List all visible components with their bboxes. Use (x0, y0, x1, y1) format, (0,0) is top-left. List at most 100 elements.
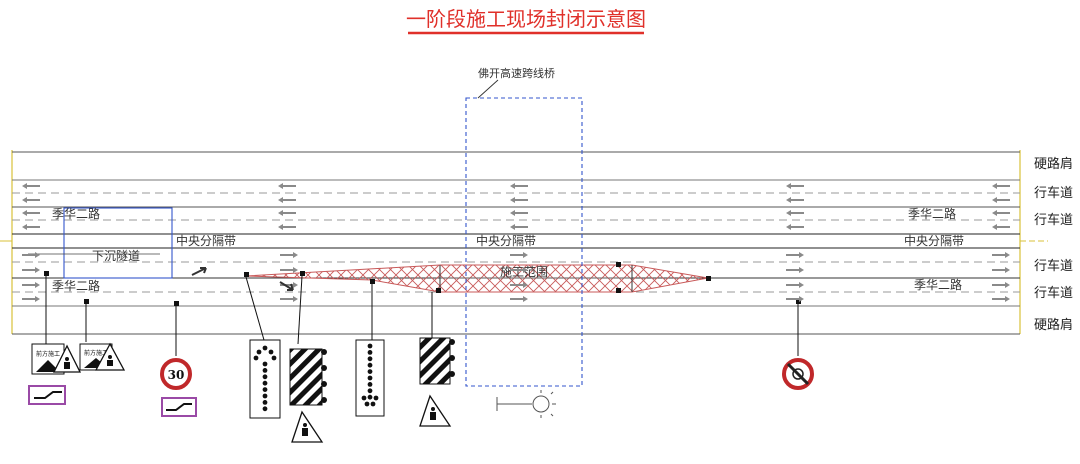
arrow-board-lamp (367, 375, 373, 381)
speed-limit-value: 30 (168, 368, 185, 382)
eastbound-arrow-icon (992, 267, 1010, 273)
eastbound-arrow-icon (786, 282, 804, 288)
bridge-box (465, 97, 583, 387)
eastbound-arrow-icon (786, 252, 804, 258)
work-zone-taper (245, 264, 709, 293)
arrow-board-lamp (262, 368, 268, 373)
median-label-right: 中央分隔带 (904, 233, 964, 248)
arrow-board-lamp (367, 343, 373, 349)
eastbound-arrow-icon (510, 267, 528, 273)
westbound-arrow-icon (510, 210, 528, 216)
jihua-road-upper-right: 季华二路 (908, 206, 956, 221)
arrow-board-lamp (361, 395, 367, 401)
diagram-title: 一阶段施工现场封闭示意图 (406, 7, 646, 31)
westbound-arrow-icon (992, 224, 1010, 230)
merge-arrow-down-icon (279, 281, 294, 291)
arrow-board-lamp (262, 361, 268, 367)
westbound-arrow-icon (278, 183, 296, 189)
westbound-arrow-icon (22, 197, 40, 203)
sunken-tunnel-label: 下沉隧道 (92, 248, 140, 263)
arrow-board-2-dots (361, 343, 379, 407)
barrier-board-1-lamps (321, 349, 327, 403)
work-triangle-sign-4 (419, 394, 452, 427)
westbound-arrow-icon (510, 197, 528, 203)
barrier-board-2 (419, 337, 451, 385)
arrow-board-lamp (367, 388, 373, 394)
westbound-arrow-icon (786, 183, 804, 189)
right-label-lane-1: 行车道 (1034, 185, 1073, 201)
sunken-tunnel-box (63, 207, 173, 279)
median-label-left: 中央分隔带 (176, 233, 236, 248)
svg-text:前方施工: 前方施工 (84, 349, 108, 357)
work-worker-icon-2 (107, 355, 113, 366)
arrow-board-lamp (364, 401, 370, 407)
traffic-arrows (22, 183, 1010, 302)
eastbound-arrow-icon (510, 252, 528, 258)
eastbound-arrow-icon (22, 282, 40, 288)
eastbound-arrow-icon (510, 296, 528, 302)
arrow-board-lamp (367, 356, 373, 362)
arrow-board-lamp (271, 355, 277, 361)
arrow-board-lamp (262, 380, 268, 386)
arrow-board-lamp (262, 393, 268, 399)
arrow-board-lamp (373, 395, 379, 401)
barrier-board-2-lamps (449, 339, 455, 377)
arrow-board-1-dots (253, 345, 277, 412)
lane-shift-2-arrow-icon (166, 403, 192, 411)
sign-leader-lines (45, 274, 799, 356)
westbound-arrow-icon (278, 197, 296, 203)
arrow-board-lamp (370, 401, 376, 407)
eastbound-arrow-icon (992, 296, 1010, 302)
right-label-shoulder-bottom: 硬路肩 (1034, 317, 1073, 333)
westbound-arrow-icon (786, 210, 804, 216)
right-label-shoulder-top: 硬路肩 (1034, 156, 1073, 172)
bridge-label: 佛开高速跨线桥 (478, 66, 555, 80)
work-ahead-sign-1: 前方施工 (31, 343, 65, 375)
eastbound-arrow-icon (786, 267, 804, 273)
arrow-board-lamp (367, 350, 373, 355)
eastbound-arrow-icon (510, 282, 528, 288)
westbound-arrow-icon (786, 224, 804, 230)
eastbound-arrow-icon (280, 296, 298, 302)
end-restriction-inner (792, 368, 804, 380)
cone-markers (44, 262, 801, 306)
arrow-board-lamp (262, 400, 268, 405)
westbound-arrow-icon (510, 224, 528, 230)
median-label-center: 中央分隔带 (476, 233, 536, 248)
eastbound-arrow-icon (22, 252, 40, 258)
right-label-lane-2: 行车道 (1034, 212, 1073, 228)
work-triangle-sign-3 (291, 410, 324, 443)
westbound-arrow-icon (22, 183, 40, 189)
lane-shift-1-arrow-icon (34, 391, 62, 399)
arrow-board-lamp (262, 406, 268, 412)
right-label-lane-4: 行车道 (1034, 285, 1073, 301)
westbound-arrow-icon (278, 224, 296, 230)
westbound-arrow-icon (22, 224, 40, 230)
arrow-board-lamp (262, 345, 268, 351)
work-worker-icon-3 (302, 423, 308, 436)
westbound-arrow-icon (22, 210, 40, 216)
arrow-board-lamp (367, 369, 373, 374)
light-fixture-icon (496, 390, 556, 418)
westbound-arrow-icon (992, 210, 1010, 216)
eastbound-arrow-icon (22, 296, 40, 302)
arrow-board-lamp (367, 382, 373, 387)
arrow-board-lamp (268, 349, 274, 355)
eastbound-arrow-icon (22, 267, 40, 273)
jihua-road-upper-left: 季华二路 (52, 206, 100, 221)
eastbound-arrow-icon (786, 296, 804, 302)
eastbound-arrow-icon (280, 252, 298, 258)
westbound-arrow-icon (510, 183, 528, 189)
westbound-arrow-icon (786, 197, 804, 203)
jihua-road-lower-left: 季华二路 (52, 278, 100, 293)
arrow-board-lamp (262, 374, 268, 380)
arrow-board-lamp (253, 355, 259, 361)
westbound-arrow-icon (992, 197, 1010, 203)
eastbound-arrow-icon (280, 282, 298, 288)
eastbound-arrow-icon (992, 282, 1010, 288)
end-restriction-slash (786, 362, 810, 386)
westbound-arrow-icon (278, 210, 296, 216)
work-worker-icon-4 (430, 407, 436, 420)
arrow-board-lamp (367, 362, 373, 368)
